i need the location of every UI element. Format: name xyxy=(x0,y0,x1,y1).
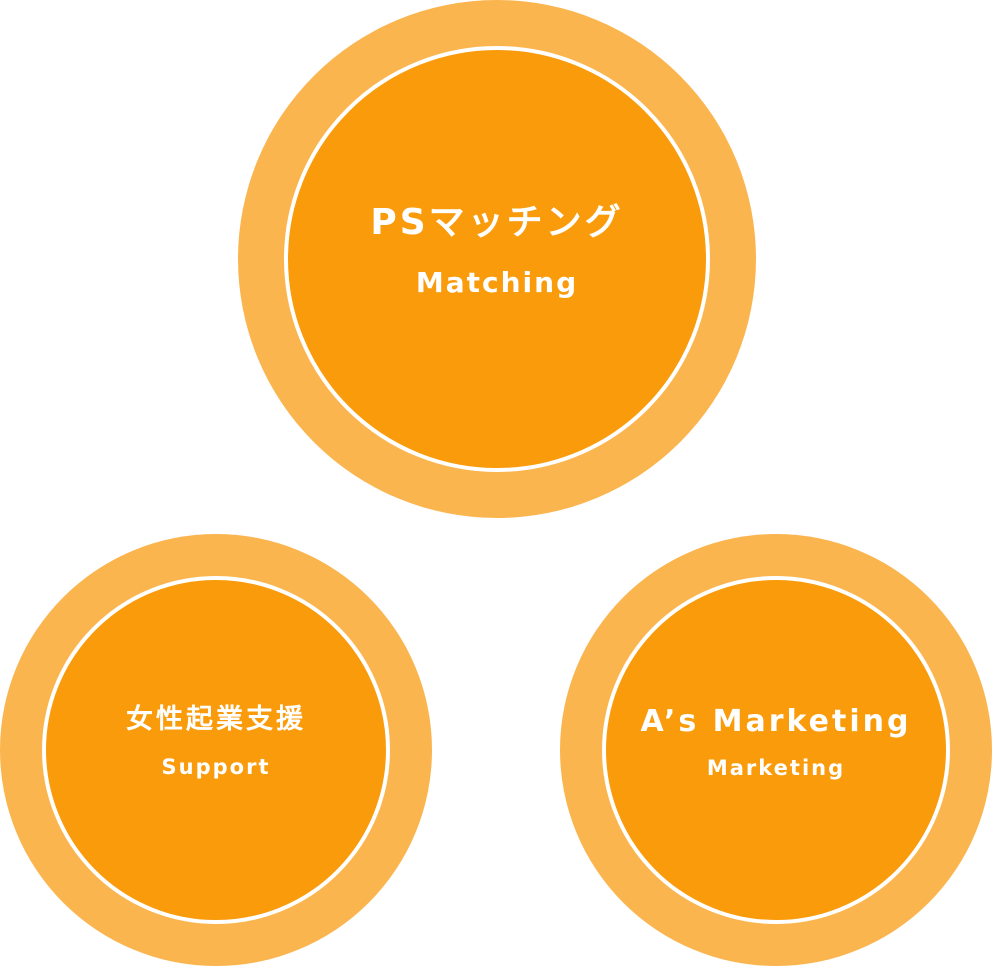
marketing-title: A’s Marketing xyxy=(640,704,912,740)
support-title: 女性起業支援 xyxy=(126,704,306,736)
matching-title: PSマッチング xyxy=(370,201,624,243)
marketing-circle[interactable]: A’s Marketing Marketing xyxy=(560,534,992,966)
matching-inner-circle: PSマッチング Matching xyxy=(284,46,710,472)
support-subtitle: Support xyxy=(161,754,271,779)
matching-inner-fill: PSマッチング Matching xyxy=(294,56,700,462)
support-inner-circle: 女性起業支援 Support xyxy=(42,576,390,924)
marketing-inner-fill: A’s Marketing Marketing xyxy=(612,586,940,914)
matching-circle[interactable]: PSマッチング Matching xyxy=(238,0,756,518)
support-inner-fill: 女性起業支援 Support xyxy=(52,586,380,914)
marketing-subtitle: Marketing xyxy=(706,756,846,781)
support-circle[interactable]: 女性起業支援 Support xyxy=(0,534,432,966)
matching-subtitle: Matching xyxy=(415,265,579,299)
marketing-inner-circle: A’s Marketing Marketing xyxy=(602,576,950,924)
